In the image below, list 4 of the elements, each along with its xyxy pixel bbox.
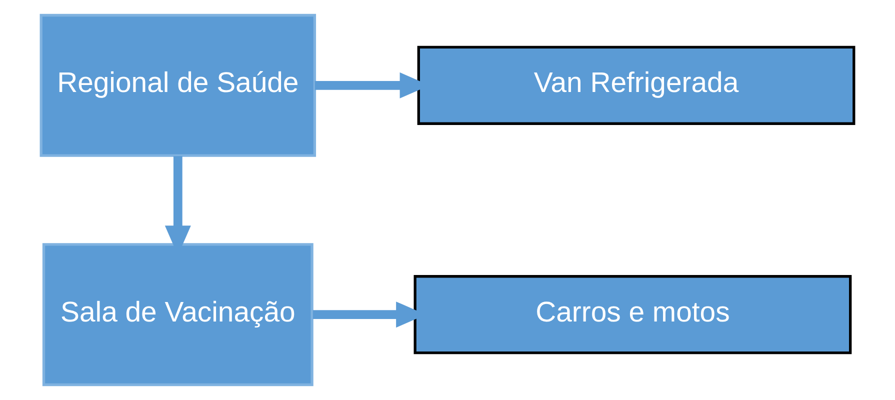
node-box: Van Refrigerada [417, 46, 856, 125]
node-box: Regional de Saúde [40, 14, 316, 157]
node-box: Carros e motos [414, 275, 852, 354]
node-box: Sala de Vacinação [42, 243, 314, 386]
